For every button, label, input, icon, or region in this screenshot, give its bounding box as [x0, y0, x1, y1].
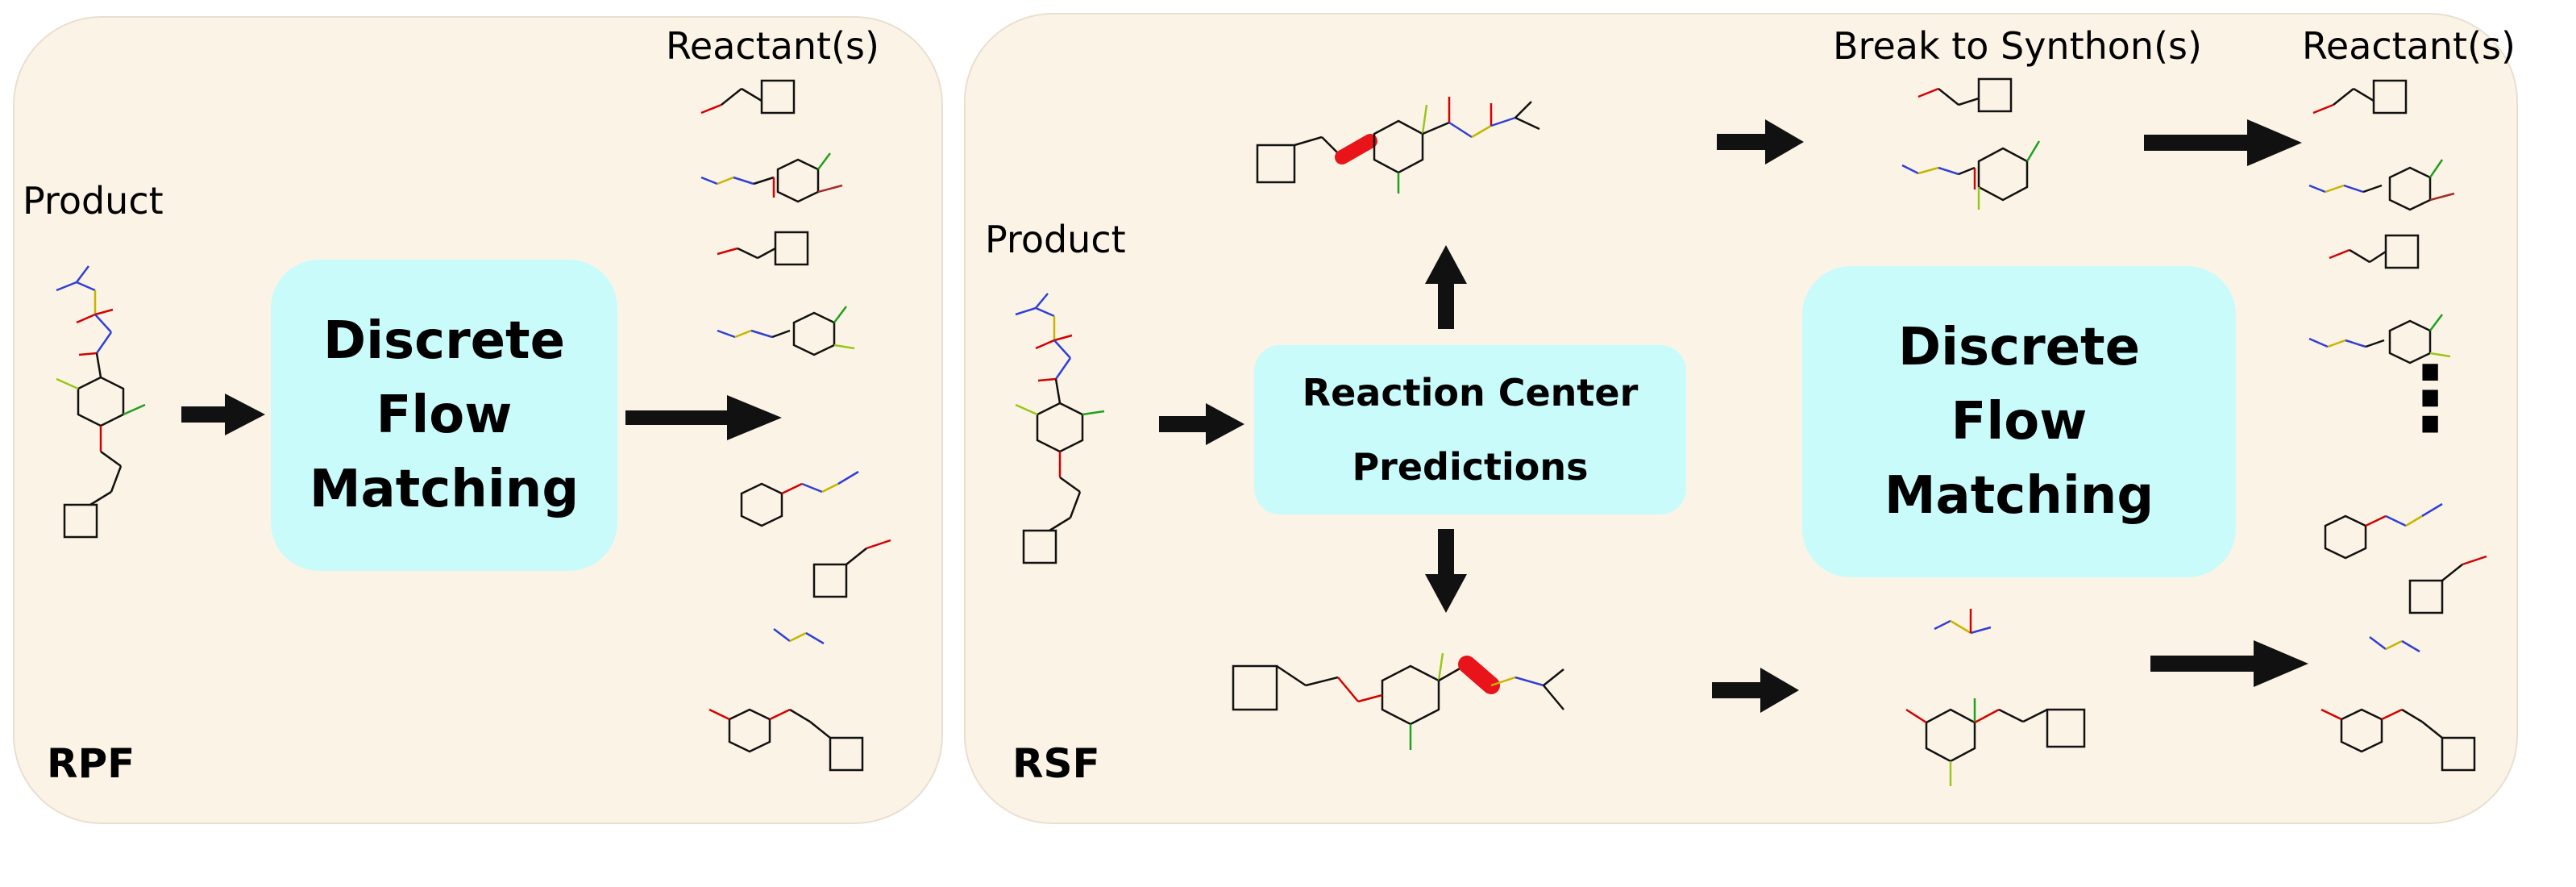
- rsf-box-line-3: Matching: [1884, 466, 2154, 526]
- rsf-box-line-1: Discrete: [1897, 318, 2141, 377]
- rsf-top-synthons-molecules: [1901, 77, 2041, 210]
- rsf-product-label: Product: [985, 218, 1126, 261]
- rpf-box-line-2: Flow: [376, 385, 513, 445]
- rsf-arrow-center-up: [1425, 245, 1467, 329]
- rsf-bottom-synthons-molecules: [1905, 609, 2086, 786]
- reactant-ellipsis: ⋮: [2386, 347, 2474, 450]
- rpf-arrow-into-model: [181, 394, 265, 435]
- rsf-reactants-label: Reactant(s): [2302, 24, 2516, 68]
- rsf-arrow-product-to-center: [1159, 403, 1244, 445]
- rsf-synthons-label: Break to Synthon(s): [1833, 24, 2202, 68]
- rpf-product-label: Product: [23, 179, 164, 223]
- rpf-reactants-label: Reactant(s): [666, 24, 879, 68]
- rpf-tag: RPF: [47, 740, 135, 787]
- rsf-arrow-bottom-synthons-to-reactants: [2150, 640, 2308, 687]
- rsf-discrete-flow-matching-box: Discrete Flow Matching: [1802, 266, 2236, 577]
- rpf-reactant-molecules: [700, 79, 891, 772]
- rsf-product-molecule: [1015, 293, 1105, 564]
- rpf-box-line-1: Discrete: [322, 311, 566, 371]
- rpf-product-molecule: [56, 265, 146, 539]
- rpf-arrow-out-of-model: [625, 395, 782, 440]
- rpf-box-line-3: Matching: [309, 460, 580, 519]
- rsf-box-line-2: Flow: [1951, 392, 2088, 452]
- center-box-line-2: Predictions: [1352, 445, 1589, 489]
- rpf-discrete-flow-matching-box: Discrete Flow Matching: [271, 260, 617, 571]
- rsf-arrow-top-to-synthons: [1717, 119, 1804, 164]
- rsf-top-candidate-molecule: [1256, 97, 1540, 194]
- rsf-arrow-top-synthons-to-reactants: [2144, 119, 2302, 166]
- rsf-reactant-molecules: [2308, 79, 2487, 772]
- rsf-tag: RSF: [1012, 740, 1100, 787]
- rsf-bottom-candidate-molecule: [1232, 652, 1564, 750]
- rsf-arrow-center-down: [1425, 529, 1467, 613]
- center-box-line-1: Reaction Center: [1302, 371, 1639, 414]
- reaction-center-predictions-box: Reaction Center Predictions: [1254, 345, 1686, 514]
- rsf-arrow-bottom-to-synthons: [1712, 668, 1799, 713]
